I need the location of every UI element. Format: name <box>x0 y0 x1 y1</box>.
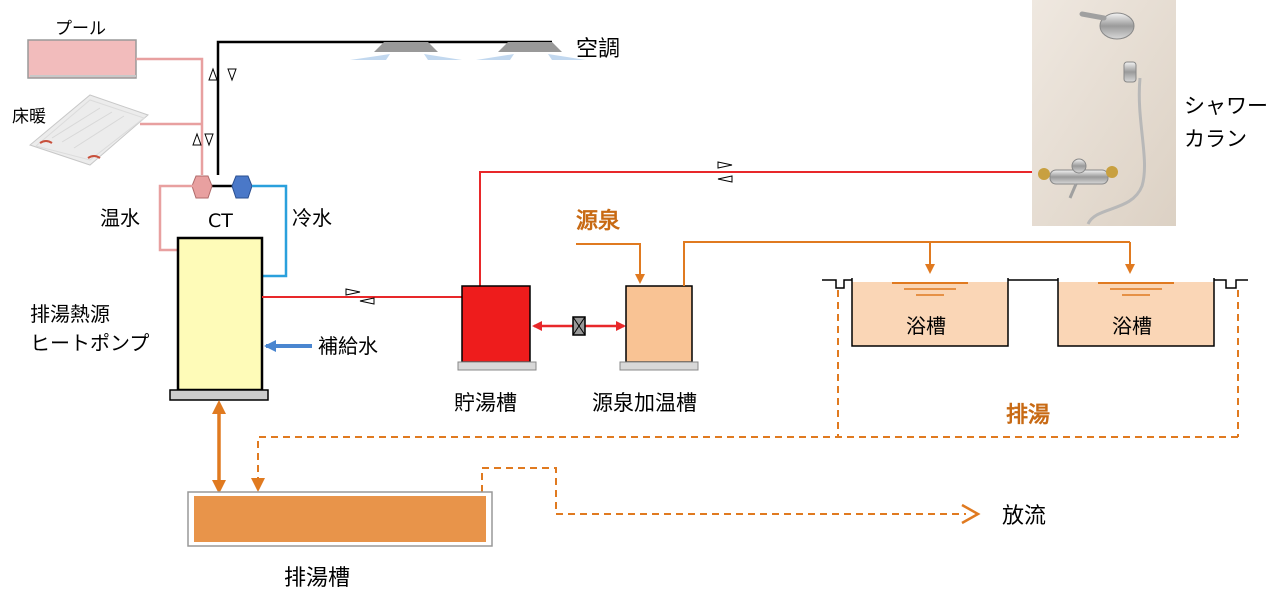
heat-pump-unit <box>176 236 264 392</box>
flow-indicators-shower <box>717 161 733 183</box>
bath-left <box>851 278 1009 347</box>
pool-box <box>27 39 137 79</box>
hp-drain-arrow-down <box>212 480 226 494</box>
pool-label: プール <box>55 19 106 39</box>
aircon-label: 空調 <box>576 37 620 62</box>
spring-heating-tank-base <box>619 361 699 371</box>
aircon-unit-right <box>476 42 586 60</box>
spring-heating-tank <box>625 285 693 363</box>
cold-water-label: 冷水 <box>292 206 332 230</box>
pipe-storage-to-shower <box>479 171 1032 286</box>
drain-arrowhead-down <box>251 478 265 492</box>
pipe-hot-water <box>158 184 196 252</box>
bath-deck <box>822 279 1248 289</box>
shower-photo <box>1032 0 1176 226</box>
drain-tank-fill <box>194 496 486 542</box>
bath-left-label: 浴槽 <box>906 314 946 338</box>
spring-heating-tank-label: 源泉加温槽 <box>592 391 697 415</box>
pipe-aircon <box>216 40 552 175</box>
shower-label-1: シャワー <box>1184 94 1268 118</box>
heat-pump-label-1: 排湯熱源 <box>30 302 110 326</box>
drain-lines <box>257 290 1239 515</box>
hot-water-label: 温水 <box>100 206 140 230</box>
pipe-pool-warm <box>136 57 204 175</box>
heat-pump-label-2: ヒートポンプ <box>30 331 149 355</box>
discharge-arrowhead <box>961 503 981 525</box>
drain-tank-label: 排湯槽 <box>284 566 350 591</box>
hp-drain-arrow-up <box>212 400 226 414</box>
flow-indicators-hp-storage <box>345 288 375 305</box>
heat-pump-base <box>169 389 269 401</box>
aircon-unit-left <box>350 42 462 60</box>
storage-tank-label: 貯湯槽 <box>454 391 517 415</box>
ct-cold-exchanger <box>231 175 253 199</box>
floor-heating-panel <box>28 94 149 166</box>
floor-heating-label: 床暖 <box>12 107 46 127</box>
bath-right-label: 浴槽 <box>1112 314 1152 338</box>
source-spring-label: 源泉 <box>576 208 621 234</box>
pipe-spring-to-baths <box>683 241 1130 286</box>
discharge-label: 放流 <box>1002 504 1046 529</box>
makeup-water-label: 補給水 <box>318 334 378 358</box>
bath-right <box>1057 278 1215 347</box>
ct-label: CT <box>208 210 233 232</box>
flow-indicators-vertical <box>192 67 237 147</box>
storage-tank <box>461 285 531 363</box>
drain-label: 排湯 <box>1006 403 1050 428</box>
pipe-cold-water <box>252 184 288 278</box>
shower-label-2: カラン <box>1184 127 1247 151</box>
pipe-source-spring <box>576 243 645 284</box>
storage-tank-base <box>457 361 537 371</box>
